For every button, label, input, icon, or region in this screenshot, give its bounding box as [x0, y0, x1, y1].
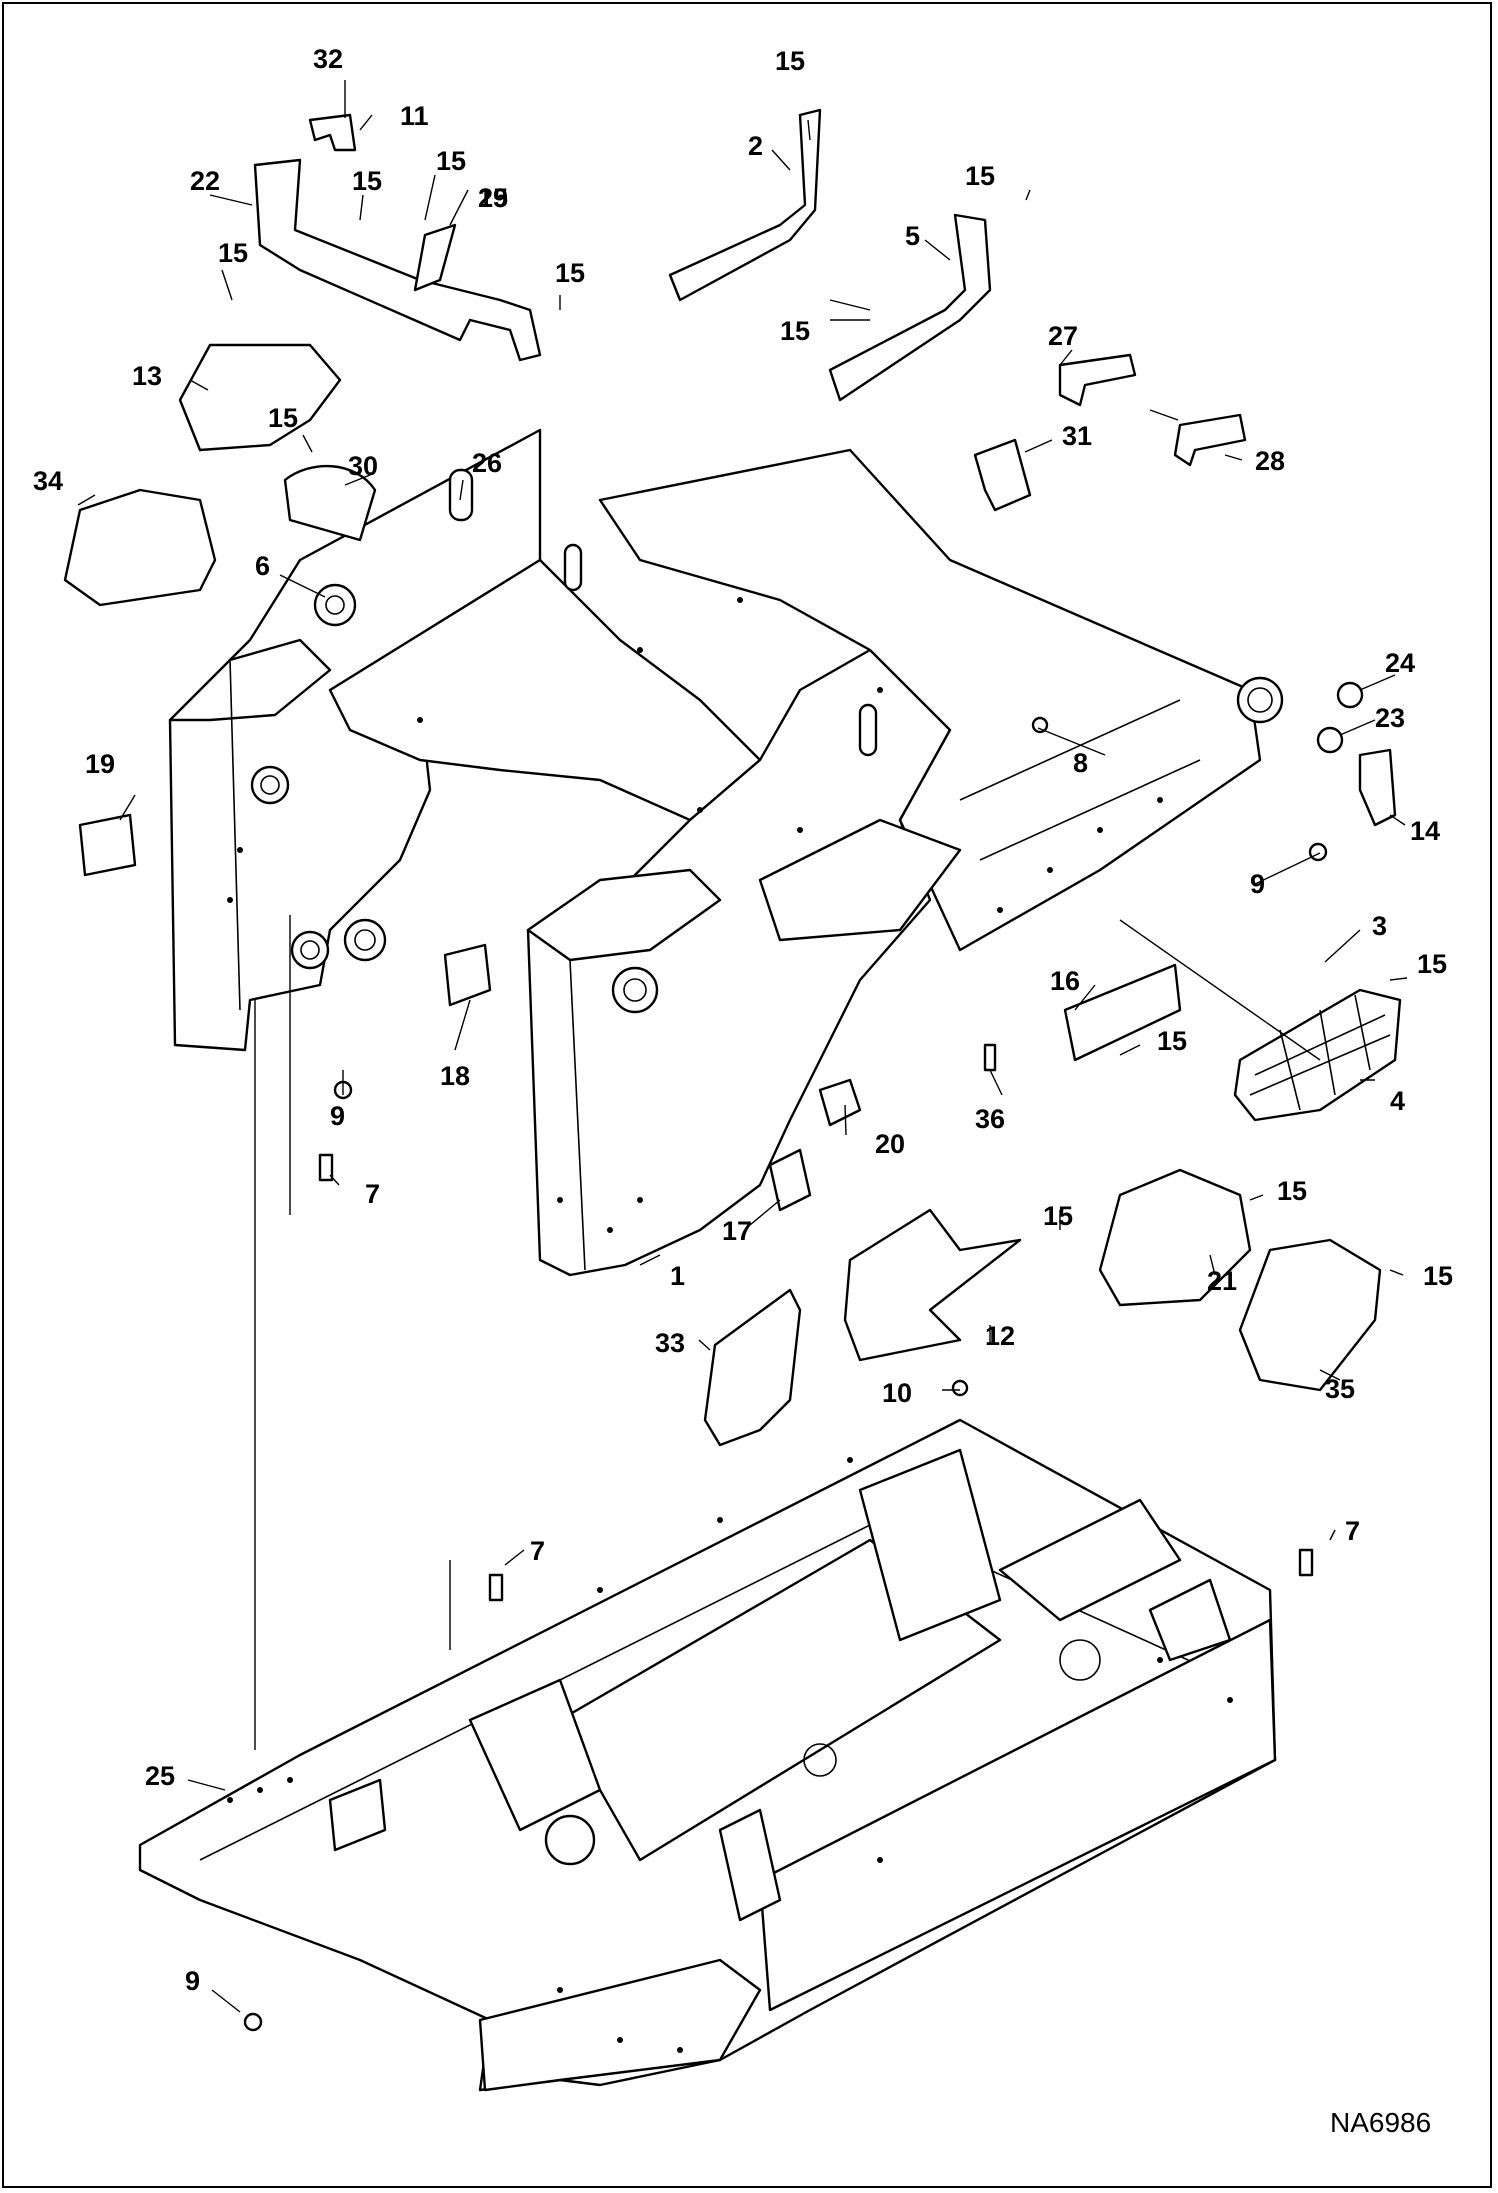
- callout-label: 27: [1048, 321, 1078, 351]
- callout-labels: 32 11 15 15 22 15 29 15 15 13 15 30 26 3…: [33, 44, 1453, 1996]
- callout-label: 36: [975, 1104, 1005, 1134]
- callout-label: 24: [1385, 648, 1415, 678]
- callout-label: 15: [1417, 949, 1447, 979]
- callout-label: 15: [1423, 1261, 1453, 1291]
- callout-label: 8: [1073, 748, 1088, 778]
- callout-label: 9: [185, 1966, 200, 1996]
- callout-label: 6: [255, 551, 270, 581]
- callout-label: 26: [472, 448, 502, 478]
- callout-label: 4: [1390, 1086, 1405, 1116]
- callout-label: 1: [670, 1261, 685, 1291]
- callout-label: 15: [965, 161, 995, 191]
- callout-label: 15: [780, 316, 810, 346]
- callout-label: 32: [313, 44, 343, 74]
- callout-label: 29: [478, 183, 508, 213]
- lower-chassis-drawing: [138, 1418, 1277, 2092]
- callout-label: 35: [1325, 1374, 1355, 1404]
- callout-label: 15: [555, 258, 585, 288]
- callout-label: 22: [190, 166, 220, 196]
- callout-label: 15: [1157, 1026, 1187, 1056]
- leader-lines: [77, 80, 1408, 2013]
- callout-label: 17: [722, 1216, 752, 1246]
- callout-label: 15: [218, 238, 248, 268]
- callout-label: 7: [530, 1536, 545, 1566]
- callout-label: 10: [882, 1378, 912, 1408]
- callout-label: 9: [1250, 869, 1265, 899]
- callout-label: 30: [348, 451, 378, 481]
- callout-label: 2: [748, 131, 763, 161]
- callout-label: 11: [400, 101, 429, 131]
- callout-label: 15: [775, 46, 805, 76]
- callout-label: 28: [1255, 446, 1285, 476]
- upper-frame-drawing: [168, 428, 1284, 1277]
- callout-label: 13: [132, 361, 162, 391]
- callout-label: 33: [655, 1328, 685, 1358]
- callout-label: 3: [1372, 911, 1387, 941]
- callout-label: 31: [1062, 421, 1092, 451]
- detached-parts-drawing: [63, 108, 1402, 2032]
- callout-label: 7: [365, 1179, 380, 1209]
- drawing-code: NA6986: [1330, 2107, 1431, 2138]
- callout-label: 19: [85, 749, 115, 779]
- callout-label: 5: [905, 221, 920, 251]
- callout-label: 15: [352, 166, 382, 196]
- callout-label: 23: [1375, 703, 1405, 733]
- callout-label: 12: [985, 1321, 1015, 1351]
- callout-label: 16: [1050, 966, 1080, 996]
- callout-label: 15: [1277, 1176, 1307, 1206]
- callout-label: 34: [33, 466, 63, 496]
- callout-label: 21: [1207, 1266, 1237, 1296]
- callout-label: 20: [875, 1129, 905, 1159]
- callout-label: 14: [1410, 816, 1440, 846]
- callout-label: 7: [1345, 1516, 1360, 1546]
- callout-label: 25: [145, 1761, 175, 1791]
- callout-label: 9: [330, 1101, 345, 1131]
- callout-label: 15: [1043, 1201, 1073, 1231]
- callout-label: 15: [478, 183, 508, 213]
- callout-label: 15: [436, 146, 466, 176]
- callout-label: 18: [440, 1061, 470, 1091]
- callout-label: 15: [268, 403, 298, 433]
